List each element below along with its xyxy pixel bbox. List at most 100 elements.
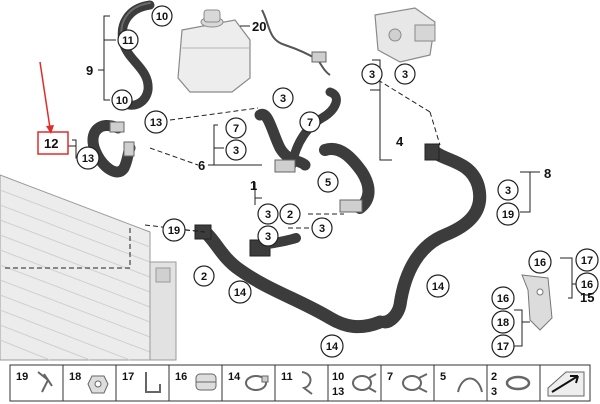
- callout-19: 19: [162, 218, 186, 242]
- callout-10: 10: [151, 5, 173, 27]
- svg-text:16: 16: [581, 279, 593, 291]
- svg-text:19: 19: [168, 225, 180, 237]
- legend-item-5: 5: [433, 364, 488, 402]
- red-pointer-arrow: [39, 61, 54, 134]
- svg-text:18: 18: [497, 317, 509, 329]
- hose-14: [194, 224, 387, 334]
- legend-item-arrow: [539, 364, 591, 402]
- svg-text:18: 18: [69, 371, 81, 383]
- svg-text:13: 13: [82, 153, 94, 165]
- svg-text:2: 2: [201, 271, 207, 283]
- svg-text:17: 17: [581, 255, 593, 267]
- callout-7: 7: [299, 111, 321, 133]
- svg-text:19: 19: [16, 371, 28, 383]
- group-labels: 9 12 6 4 1 8 15: [37, 63, 594, 305]
- svg-text:2: 2: [287, 209, 293, 221]
- callout-17: 17: [491, 334, 515, 358]
- svg-text:3: 3: [369, 69, 375, 81]
- svg-text:19: 19: [502, 209, 514, 221]
- svg-text:10: 10: [156, 11, 168, 23]
- svg-text:13: 13: [332, 386, 344, 398]
- svg-text:5: 5: [440, 371, 446, 383]
- svg-text:7: 7: [387, 371, 393, 383]
- hose-6: [254, 87, 341, 173]
- svg-text:3: 3: [505, 185, 511, 197]
- callout-bubbles: 10 11 10 20 3 3 3 13 13 7 3 7 5 3 2 3 3 …: [76, 5, 599, 358]
- arrow-icon: [551, 375, 579, 393]
- callout-16: 16: [528, 250, 552, 274]
- svg-text:7: 7: [233, 123, 239, 135]
- svg-text:10: 10: [116, 95, 128, 107]
- svg-text:3: 3: [233, 145, 239, 157]
- svg-text:3: 3: [491, 386, 497, 398]
- callout-3: 3: [225, 139, 247, 161]
- callout-17: 17: [575, 248, 599, 272]
- svg-text:11: 11: [122, 35, 134, 47]
- svg-text:3: 3: [265, 209, 271, 221]
- callout-5: 5: [317, 171, 339, 193]
- callout-3: 3: [257, 203, 279, 225]
- hose-sensor-wire: [261, 9, 331, 76]
- svg-text:16: 16: [534, 257, 546, 269]
- svg-text:14: 14: [228, 371, 241, 383]
- svg-text:10: 10: [332, 371, 344, 383]
- svg-text:17: 17: [122, 371, 134, 383]
- svg-text:3: 3: [319, 223, 325, 235]
- svg-text:14: 14: [326, 341, 339, 353]
- legend-item-2-3: 2 3: [486, 364, 541, 402]
- callout-3: 3: [361, 63, 383, 85]
- callout-16: 16: [575, 272, 599, 296]
- callout-10: 10: [111, 89, 133, 111]
- callout-2: 2: [279, 203, 301, 225]
- callout-14: 14: [320, 334, 344, 358]
- callout-11: 11: [117, 29, 139, 51]
- label-15: 15: [580, 290, 594, 305]
- svg-text:7: 7: [307, 117, 313, 129]
- label-6: 6: [198, 158, 205, 173]
- svg-text:13: 13: [150, 117, 162, 129]
- svg-text:14: 14: [432, 281, 445, 293]
- svg-text:3: 3: [280, 93, 286, 105]
- legend-item-14: 14: [221, 364, 276, 402]
- callout-18: 18: [491, 310, 515, 334]
- label-8: 8: [544, 166, 551, 181]
- svg-text:11: 11: [281, 371, 293, 383]
- legend-item-16: 16: [168, 364, 223, 402]
- legend-item-18: 18: [62, 364, 117, 402]
- expansion-tank: [177, 9, 251, 93]
- radiator: [0, 174, 177, 361]
- legend-item-19: 19: [9, 364, 64, 402]
- svg-text:3: 3: [265, 231, 271, 243]
- hose-4: [319, 142, 375, 214]
- svg-text:17: 17: [497, 341, 509, 353]
- callout-13: 13: [144, 110, 168, 134]
- hose-12: [87, 120, 136, 178]
- callout-3: 3: [394, 63, 416, 85]
- callout-2: 2: [193, 265, 215, 287]
- legend-item-11: 11: [274, 364, 329, 402]
- callout-16: 16: [491, 286, 515, 310]
- callout-7: 7: [225, 117, 247, 139]
- callout-3: 3: [311, 217, 333, 239]
- bracket-15: [521, 274, 553, 331]
- label-20: 20: [252, 19, 266, 34]
- svg-text:2: 2: [491, 371, 497, 383]
- hose-expansion-tank: [117, 0, 155, 110]
- svg-text:5: 5: [325, 177, 331, 189]
- label-1: 1: [250, 178, 257, 193]
- hose-8: [378, 143, 487, 329]
- svg-text:3: 3: [402, 69, 408, 81]
- legend-item-17: 17: [115, 364, 170, 402]
- legend-item-10-13: 10 13: [327, 364, 382, 402]
- callout-19: 19: [496, 202, 520, 226]
- svg-text:16: 16: [175, 371, 187, 383]
- callout-14: 14: [426, 274, 450, 298]
- legend-item-7: 7: [380, 364, 435, 402]
- callout-14: 14: [228, 280, 252, 304]
- label-9: 9: [86, 63, 93, 78]
- label-12: 12: [44, 136, 58, 151]
- callout-3: 3: [257, 225, 279, 247]
- callout-3: 3: [497, 179, 519, 201]
- parts-legend: 19 18 17 16 14 11: [9, 364, 591, 402]
